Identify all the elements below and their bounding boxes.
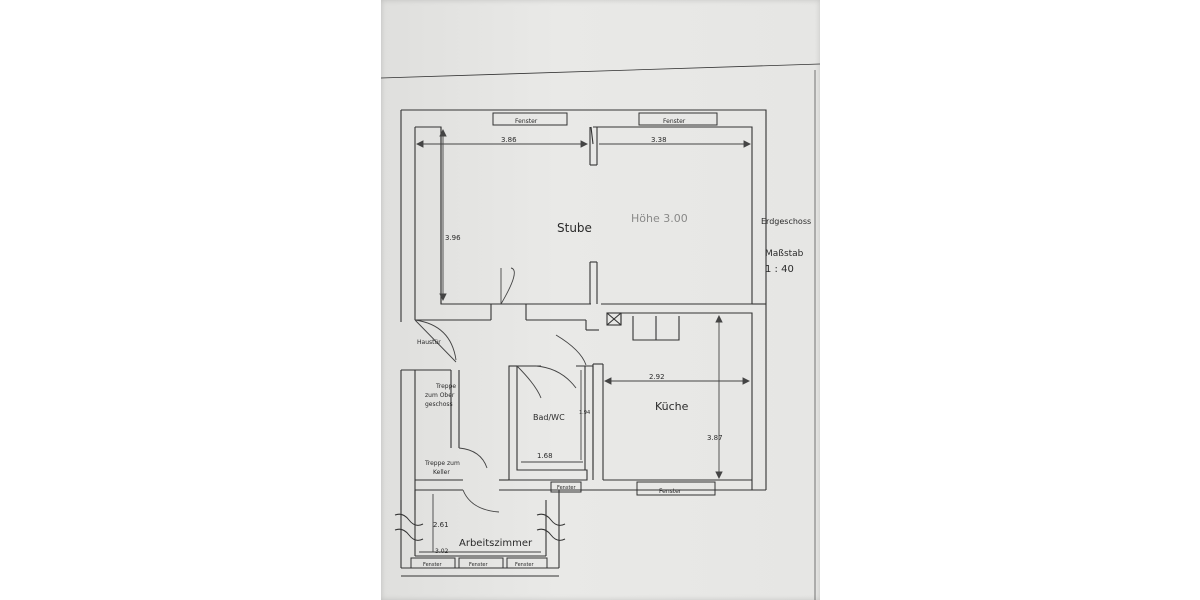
room-label-kueche: Küche: [655, 400, 689, 413]
floor-plan: Stube Küche Bad/WC Arbeitszimmer Höhe 3.…: [381, 63, 820, 600]
dim-arrow: [743, 140, 752, 148]
window-arbeit-1: [410, 557, 456, 569]
window-label-arbeit-2: Fenster: [469, 562, 488, 568]
window-stube-right: [638, 112, 718, 126]
window-arbeit-3: [506, 557, 548, 569]
outer-wall-top: [400, 109, 767, 490]
wall-break-marks: [394, 513, 566, 541]
window-stube-left: [492, 112, 568, 126]
wall-break-right: [536, 513, 566, 526]
front-door-arc: [414, 319, 457, 361]
wall-break-right-2: [536, 528, 566, 541]
bath-door-arc: [516, 365, 542, 399]
dim-arrow: [742, 377, 751, 385]
window-label-bad: Fenster: [557, 485, 576, 491]
plan-walls: [381, 63, 820, 577]
dim-arrow: [580, 140, 589, 148]
window-label-arbeit-1: Fenster: [423, 562, 442, 568]
dim-label-kueche-height: 3.87: [707, 434, 723, 442]
dim-label-arbeit-height: 2.61: [433, 521, 449, 529]
chimney-cross-2: [606, 312, 622, 326]
window-arbeit-2: [458, 557, 504, 569]
dimension-lines: [415, 128, 752, 553]
kitchen-door-arc: [555, 334, 587, 366]
window-label-arbeit-3: Fenster: [515, 562, 534, 568]
paper-border-line: [381, 63, 820, 79]
room-label-bad: Bad/WC: [533, 413, 565, 422]
dim-arrow: [439, 293, 447, 302]
keller-door-arc: [458, 447, 488, 469]
kitchen-wall-top: [620, 312, 753, 490]
window-kueche: [636, 481, 716, 496]
dim-label-stube-height: 3.96: [445, 234, 461, 242]
window-bad: [550, 481, 582, 493]
dim-arrow: [715, 471, 723, 480]
window-label-stube-right: Fenster: [663, 118, 686, 125]
room-label-arbeitszimmer: Arbeitszimmer: [459, 538, 533, 549]
wall-break-left: [394, 513, 424, 526]
wall-break-left-2: [394, 528, 424, 541]
note-stair-up-3: geschoss: [425, 401, 453, 408]
window-label-stube-left: Fenster: [515, 118, 538, 125]
stube-walls: [415, 126, 753, 305]
note-stair-down-1: Treppe zum: [424, 460, 460, 467]
window-frames: [410, 112, 718, 569]
dim-label-arbeit-width: 3.02: [435, 548, 449, 555]
note-stair-down-2: Keller: [433, 469, 450, 476]
legend-scale-value: 1 : 40: [765, 264, 794, 275]
paper-sheet: Stube Küche Bad/WC Arbeitszimmer Höhe 3.…: [381, 0, 820, 600]
note-haustuer: Haustür: [417, 339, 441, 346]
door-swings: [414, 267, 587, 513]
dim-label-stube-right: 3.38: [651, 136, 667, 144]
legend-scale-label: Maßstab: [765, 249, 804, 259]
dim-label-kueche-width: 2.92: [649, 373, 665, 381]
dim-arrow: [603, 377, 612, 385]
bath-walls: [508, 365, 588, 481]
dim-arrow: [715, 314, 723, 323]
arbeit-door-arc: [462, 489, 500, 513]
stube-door-arc: [500, 267, 515, 305]
note-stair-up-1: Treppe: [435, 383, 456, 390]
dim-label-stube-left: 3.86: [501, 136, 517, 144]
dim-arrow: [439, 128, 447, 137]
dim-arrow: [415, 140, 424, 148]
note-height: Höhe 3.00: [631, 212, 688, 225]
room-label-stube: Stube: [557, 221, 592, 235]
note-stair-up-2: zum Ober: [425, 392, 455, 399]
front-door-leaf: [414, 319, 457, 363]
window-label-kueche: Fenster: [659, 488, 682, 495]
legend-title: Erdgeschoss: [761, 217, 811, 226]
dim-label-bad-width: 1.68: [537, 452, 553, 460]
dim-label-bad-height: 1.94: [579, 410, 590, 416]
bath-door-arc-2: [535, 365, 577, 389]
